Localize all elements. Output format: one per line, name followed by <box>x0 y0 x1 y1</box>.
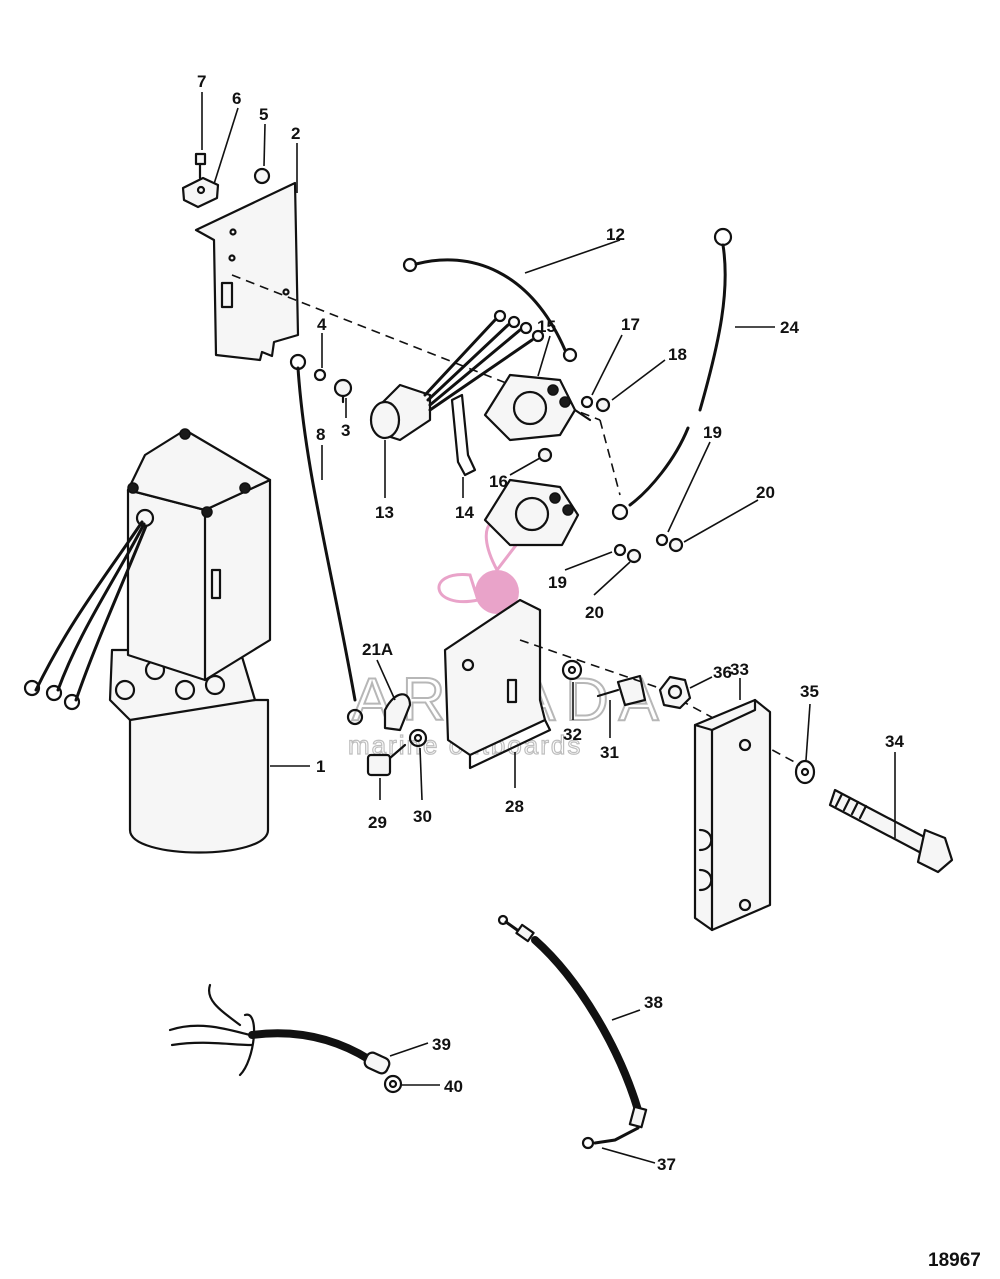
harness-part-39 <box>168 983 391 1077</box>
nut-part-5 <box>253 167 271 185</box>
callout-29: 29 <box>368 813 387 832</box>
boot-part-21a <box>383 693 412 732</box>
callout-34: 34 <box>885 732 904 751</box>
lockwasher-part-4 <box>313 368 327 382</box>
callout-6: 6 <box>232 89 241 108</box>
callout-7: 7 <box>197 72 206 91</box>
ground-lead-part-8 <box>289 353 364 726</box>
callout-28: 28 <box>505 797 524 816</box>
callout-33: 33 <box>730 660 749 679</box>
callout-2: 2 <box>291 124 300 143</box>
screw-part-3 <box>333 378 353 404</box>
bolt-part-29 <box>366 743 407 777</box>
callout-32: 32 <box>563 725 582 744</box>
callout-35: 35 <box>800 682 819 701</box>
cable-part-24 <box>611 227 733 521</box>
callout-21a: 21A <box>362 640 393 659</box>
callout-40: 40 <box>444 1077 463 1096</box>
callout-5: 5 <box>259 105 268 124</box>
callout-1: 1 <box>316 757 325 776</box>
callout-24: 24 <box>780 318 799 337</box>
solenoid-part-16 <box>483 447 580 547</box>
figure-number: 18967 <box>928 1250 981 1271</box>
clip-part-6 <box>181 176 220 209</box>
callout-31: 31 <box>600 743 619 762</box>
callout-18: 18 <box>668 345 687 364</box>
callout-19-upper: 19 <box>703 423 722 442</box>
callout-8: 8 <box>316 425 325 444</box>
washer-part-17 <box>580 395 594 409</box>
callout-17: 17 <box>621 315 640 334</box>
leader-lines <box>201 92 896 1164</box>
callout-12: 12 <box>606 225 625 244</box>
nut-part-18 <box>595 397 611 413</box>
cable-part-12 <box>402 257 578 363</box>
callout-30: 30 <box>413 807 432 826</box>
washer-part-32 <box>561 659 583 681</box>
callout-4: 4 <box>317 315 327 334</box>
mounting-block-part-33 <box>693 698 772 932</box>
bolt-part-34 <box>828 788 954 874</box>
cable-part-38 <box>497 914 648 1129</box>
callout-19-lower: 19 <box>548 573 567 592</box>
callout-3: 3 <box>341 421 350 440</box>
callout-20-lower: 20 <box>585 603 604 622</box>
screw-part-7 <box>194 152 207 180</box>
callout-37: 37 <box>657 1155 676 1174</box>
callout-14: 14 <box>455 503 474 522</box>
clip-part-40 <box>383 1074 403 1094</box>
nut-part-20-lower <box>626 548 642 564</box>
washer-part-19-lower <box>613 543 627 557</box>
callout-20-upper: 20 <box>756 483 775 502</box>
washer-part-35 <box>794 759 816 785</box>
strap-part-14 <box>450 393 477 477</box>
washer-part-30 <box>408 728 428 748</box>
screw-part-31 <box>596 674 647 707</box>
harness-connector-part-13 <box>369 309 545 442</box>
solenoid-part-15 <box>483 373 592 442</box>
callout-38: 38 <box>644 993 663 1012</box>
callout-13: 13 <box>375 503 394 522</box>
terminal-part-37 <box>581 1126 640 1150</box>
callout-39: 39 <box>432 1035 451 1054</box>
nut-part-20-upper <box>668 537 684 553</box>
callout-16: 16 <box>489 472 508 491</box>
bracket-part-28 <box>443 598 552 770</box>
callout-15: 15 <box>537 317 556 336</box>
mounting-bracket-part-2 <box>194 181 300 362</box>
washer-part-19-upper <box>655 533 669 547</box>
callout-labels: 1 2 3 4 5 6 7 8 12 13 14 15 16 17 18 19 … <box>197 72 904 1174</box>
pump-motor-part-1 <box>23 428 272 854</box>
callout-36: 36 <box>713 663 732 682</box>
nut-part-36 <box>658 675 692 710</box>
